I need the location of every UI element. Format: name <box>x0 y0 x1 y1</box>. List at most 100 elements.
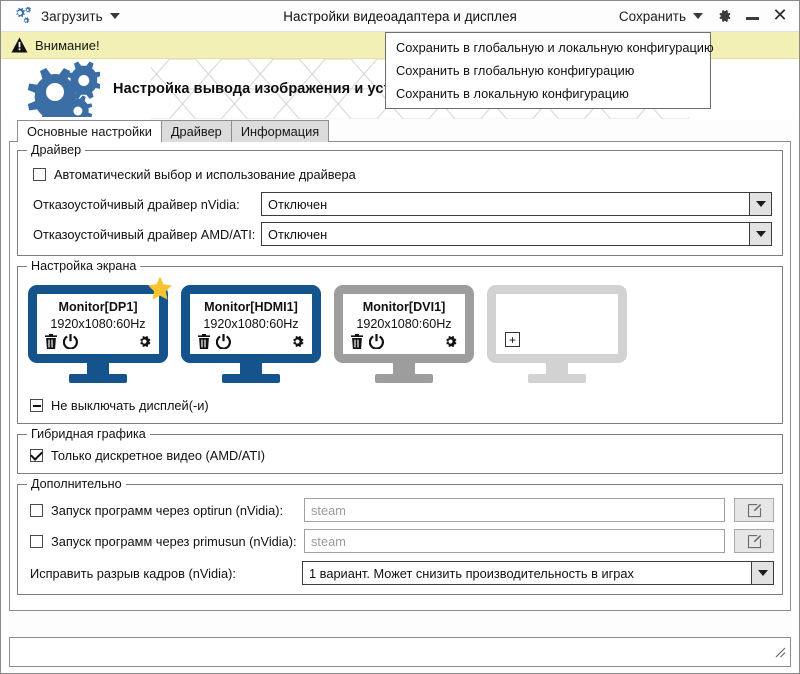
discrete-only-label: Только дискретное видео (AMD/ATI) <box>51 448 266 463</box>
monitor-card-dp1[interactable]: Monitor[DP1] 1920x1080:60Hz <box>28 276 172 383</box>
menu-item-save-local[interactable]: Сохранить в локальную конфигурацию <box>396 86 629 101</box>
pencil-edit-icon <box>747 534 761 548</box>
banner-gears-logo <box>1 61 113 117</box>
tab-information[interactable]: Информация <box>230 120 330 142</box>
monitor-base <box>69 374 127 383</box>
trash-icon[interactable] <box>350 334 364 349</box>
auto-driver-checkbox-row[interactable]: Автоматический выбор и использование дра… <box>33 167 774 182</box>
amd-fallback-row: Отказоустойчивый драйвер AMD/ATI: Отключ… <box>33 222 774 246</box>
optirun-row: Запуск программ через optirun (nVidia): … <box>28 498 774 522</box>
chevron-down-icon <box>757 570 768 576</box>
tearing-fix-row: Исправить разрыв кадров (nVidia): 1 вари… <box>28 561 774 585</box>
trash-icon[interactable] <box>44 334 58 349</box>
driver-group-legend: Драйвер <box>27 143 86 157</box>
pencil-edit-icon <box>747 503 761 517</box>
keep-display-on-checkbox-row[interactable]: Не выключать дисплей(-и) <box>30 398 774 413</box>
power-icon[interactable] <box>216 334 231 349</box>
hybrid-group-legend: Гибридная графика <box>27 427 150 441</box>
amd-fallback-select[interactable]: Отключен <box>261 222 772 246</box>
minimize-button[interactable] <box>739 3 765 29</box>
monitor-resolution: 1920x1080:60Hz <box>203 317 299 331</box>
save-dropdown-menu[interactable]: Сохранить в глобальную и локальную конфи… <box>385 32 714 109</box>
tearing-fix-label: Исправить разрыв кадров (nVidia): <box>30 565 236 581</box>
monitor-stand <box>546 363 568 374</box>
monitor-stand <box>87 363 109 374</box>
amd-fallback-label: Отказоустойчивый драйвер AMD/ATI: <box>33 226 256 242</box>
power-icon[interactable] <box>369 334 384 349</box>
monitor-screen: Monitor[DP1] 1920x1080:60Hz <box>28 285 168 363</box>
gear-icon <box>719 10 731 22</box>
gear-icon[interactable] <box>137 334 152 349</box>
monitor-screen: Monitor[DVI1] 1920x1080:60Hz <box>334 285 474 363</box>
chevron-down-icon <box>755 201 766 207</box>
auto-driver-checkbox[interactable] <box>33 168 46 181</box>
resize-grip-icon[interactable] <box>773 645 787 664</box>
optirun-input[interactable]: steam <box>304 498 725 522</box>
screen-group-legend: Настройка экрана <box>27 259 141 273</box>
monitor-card-add-new[interactable]: + <box>487 285 627 383</box>
title-bar: Загрузить Настройки видеоадаптера и дисп… <box>1 1 799 32</box>
primusun-input[interactable]: steam <box>304 529 725 553</box>
settings-gear-button[interactable] <box>711 3 737 29</box>
tab-strip: Основные настройки Драйвер Информация <box>1 120 799 142</box>
monitor-resolution: 1920x1080:60Hz <box>50 317 146 331</box>
monitor-resolution: 1920x1080:60Hz <box>356 317 452 331</box>
monitor-screen: + <box>487 285 627 363</box>
tab-main-settings[interactable]: Основные настройки <box>17 120 162 142</box>
optirun-label: Запуск программ через optirun (nVidia): <box>51 502 284 518</box>
optirun-checkbox[interactable] <box>30 503 43 517</box>
menu-item-save-global-and-local[interactable]: Сохранить в глобальную и локальную конфи… <box>396 40 714 55</box>
additional-group-legend: Дополнительно <box>27 477 126 491</box>
warning-text: Внимание! <box>35 37 100 53</box>
additional-group: Дополнительно Запуск программ через opti… <box>17 477 783 595</box>
tab-content-panel: Драйвер Автоматический выбор и использов… <box>9 141 791 611</box>
nvidia-fallback-value: Отключен <box>268 196 328 212</box>
chevron-down-icon <box>693 13 703 19</box>
star-icon <box>147 276 173 306</box>
trash-icon[interactable] <box>197 334 211 349</box>
monitor-name: Monitor[HDMI1] <box>204 300 298 314</box>
minimize-icon <box>745 16 759 20</box>
keep-display-on-label: Не выключать дисплей(-и) <box>51 398 209 413</box>
warning-triangle-icon <box>11 37 28 53</box>
load-menu-button[interactable]: Загрузить <box>35 7 126 26</box>
discrete-only-checkbox[interactable] <box>30 449 43 462</box>
tearing-fix-dropdown-button[interactable] <box>751 562 773 584</box>
nvidia-fallback-select[interactable]: Отключен <box>261 192 772 216</box>
status-bar <box>9 637 791 667</box>
close-button[interactable]: ✕ <box>767 3 793 29</box>
chevron-down-icon <box>755 231 766 237</box>
primusun-checkbox[interactable] <box>30 534 43 548</box>
power-icon[interactable] <box>63 334 78 349</box>
nvidia-fallback-row: Отказоустойчивый драйвер nVidia: Отключе… <box>33 192 774 216</box>
monitor-base <box>375 374 433 383</box>
close-icon: ✕ <box>772 5 788 26</box>
discrete-only-checkbox-row[interactable]: Только дискретное видео (AMD/ATI) <box>30 448 774 463</box>
plus-icon[interactable]: + <box>505 332 520 347</box>
gear-icon[interactable] <box>290 334 305 349</box>
keep-display-on-checkbox[interactable] <box>30 399 43 412</box>
nvidia-fallback-dropdown-button[interactable] <box>749 193 771 215</box>
auto-driver-label: Автоматический выбор и использование дра… <box>54 167 356 182</box>
monitor-name: Monitor[DVI1] <box>362 300 446 314</box>
monitor-card-hdmi1[interactable]: Monitor[HDMI1] 1920x1080:60Hz <box>181 285 321 383</box>
monitor-actions <box>44 334 152 349</box>
monitor-base <box>528 374 586 383</box>
amd-fallback-value: Отключен <box>268 226 328 242</box>
optirun-browse-button[interactable] <box>734 498 774 522</box>
app-gears-icon <box>1 6 35 27</box>
monitor-card-dvi1[interactable]: Monitor[DVI1] 1920x1080:60Hz <box>334 285 474 383</box>
tearing-fix-select[interactable]: 1 вариант. Может снизить производительно… <box>302 561 774 585</box>
menu-item-save-global[interactable]: Сохранить в глобальную конфигурацию <box>396 63 635 78</box>
tab-driver[interactable]: Драйвер <box>160 120 232 142</box>
amd-fallback-dropdown-button[interactable] <box>749 223 771 245</box>
monitor-screen: Monitor[HDMI1] 1920x1080:60Hz <box>181 285 321 363</box>
chevron-down-icon <box>109 13 120 19</box>
monitor-name: Monitor[DP1] <box>58 300 138 314</box>
title-bar-controls: Сохранить ✕ <box>613 3 799 29</box>
primusun-browse-button[interactable] <box>734 529 774 553</box>
primusun-row: Запуск программ через primusun (nVidia):… <box>28 529 774 553</box>
gear-icon[interactable] <box>443 334 458 349</box>
save-menu-button[interactable]: Сохранить <box>613 7 709 26</box>
